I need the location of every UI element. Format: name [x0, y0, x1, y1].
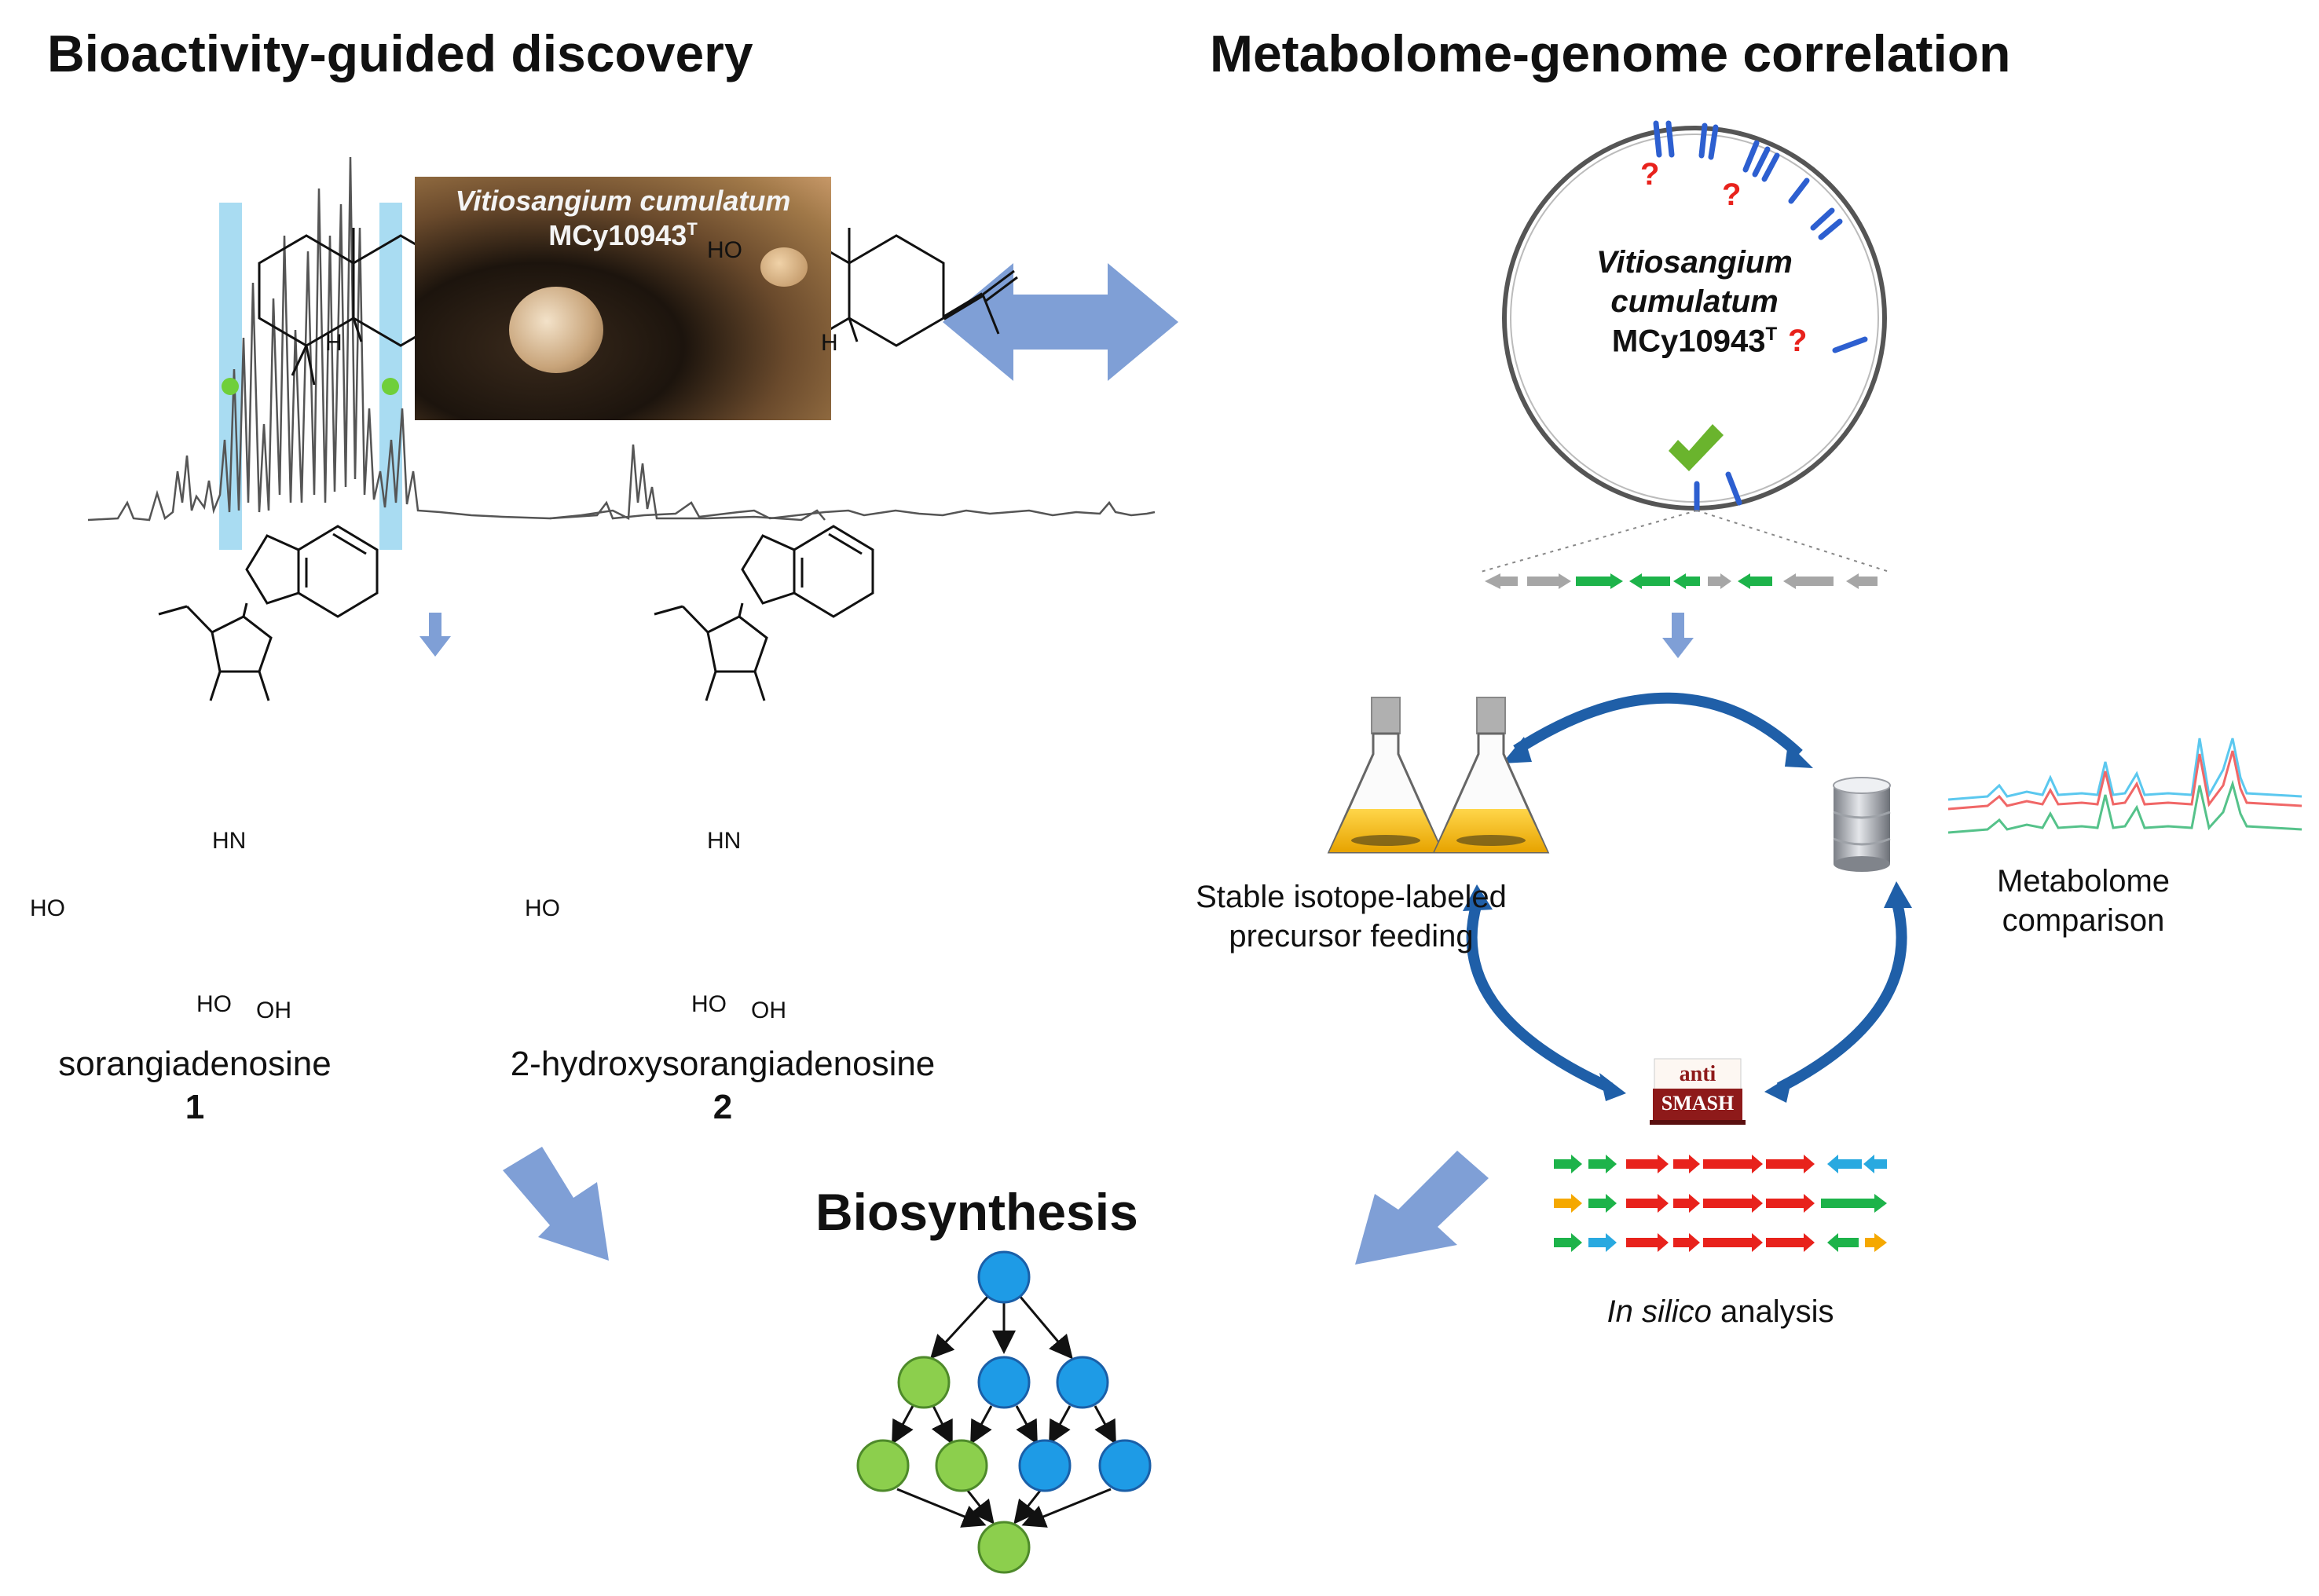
circle-strain: MCy10943T: [1611, 324, 1778, 359]
active-dot-1: [222, 378, 239, 395]
double-arrow-icon: [943, 263, 1178, 381]
insilico-label: In silico analysis: [1606, 1294, 1834, 1329]
flask-icon-2: [1432, 697, 1550, 854]
cycle-arrow-icon: [1466, 692, 1907, 1093]
compound-1-number: 1: [185, 1088, 205, 1126]
antismash-logo-bottom: SMASH: [1661, 1092, 1735, 1115]
photo-strain: MCy10943T: [548, 219, 698, 251]
arrow-left-to-biosynthesis: [503, 1147, 609, 1261]
insilico-gene-clusters: [1554, 1155, 1887, 1252]
compound-2-number: 2: [713, 1088, 733, 1126]
antismash-logo-icon: [1650, 1058, 1746, 1125]
unknown-mark-3: ?: [1788, 324, 1808, 358]
label-ho-2-top: HO: [707, 237, 742, 263]
label-hn-2: HN: [707, 828, 742, 854]
compound-2-name: 2-hydroxysorangiadenosine: [510, 1045, 936, 1083]
label-ho-1b: HO: [196, 991, 232, 1017]
photo-organism: Vitiosangium cumulatum: [455, 185, 791, 217]
unknown-mark-1: ?: [1640, 157, 1660, 192]
check-icon: [1669, 424, 1724, 471]
heading-biosynthesis: Biosynthesis: [815, 1183, 1138, 1241]
structure-1-purine: [158, 525, 379, 701]
label-hn-1: HN: [212, 828, 247, 854]
network-nodes: [856, 1250, 1152, 1574]
metabolome-label-line2: comparison: [2002, 903, 2165, 938]
label-h-2: H: [821, 330, 838, 356]
chromatogram-trace-right: [549, 444, 826, 522]
label-ho-1a: HO: [30, 895, 65, 921]
metabolome-traces: [1947, 738, 2303, 834]
label-oh-2: OH: [751, 998, 786, 1023]
antismash-logo-top: anti: [1679, 1062, 1716, 1086]
gene-cluster-marks: [1653, 120, 1868, 512]
heading-metabolome-genome: Metabolome-genome correlation: [1210, 24, 2011, 82]
compound-1-name: sorangiadenosine: [58, 1045, 332, 1083]
down-arrow-right: [1662, 613, 1694, 658]
feeding-label-line2: precursor feeding: [1229, 919, 1474, 954]
label-h-1: H: [325, 330, 343, 356]
active-dot-2: [382, 378, 399, 395]
label-ho-2b: HO: [691, 991, 727, 1017]
gene-cluster-zoom: [1485, 573, 1878, 589]
circle-organism-line1: Vitiosangium: [1596, 245, 1793, 280]
down-arrow-left: [419, 613, 451, 657]
unknown-mark-2: ?: [1722, 178, 1742, 212]
structure-2-purine: [654, 525, 874, 701]
database-icon: [1833, 777, 1891, 872]
label-oh-1: OH: [256, 998, 291, 1023]
organism-photo: Vitiosangium cumulatum MCy10943T: [415, 177, 831, 420]
feeding-label-line1: Stable isotope-labeled: [1196, 880, 1507, 914]
heading-bioactivity: Bioactivity-guided discovery: [47, 24, 753, 82]
label-ho-2a: HO: [525, 895, 560, 921]
flask-icon: [1327, 697, 1445, 854]
metabolome-label-line1: Metabolome: [1996, 864, 2171, 899]
network-edges: [892, 1294, 1116, 1528]
chromatogram-trace: [87, 156, 1156, 522]
circle-organism-line2: cumulatum: [1610, 284, 1779, 319]
arrow-right-to-biosynthesis: [1355, 1151, 1489, 1265]
